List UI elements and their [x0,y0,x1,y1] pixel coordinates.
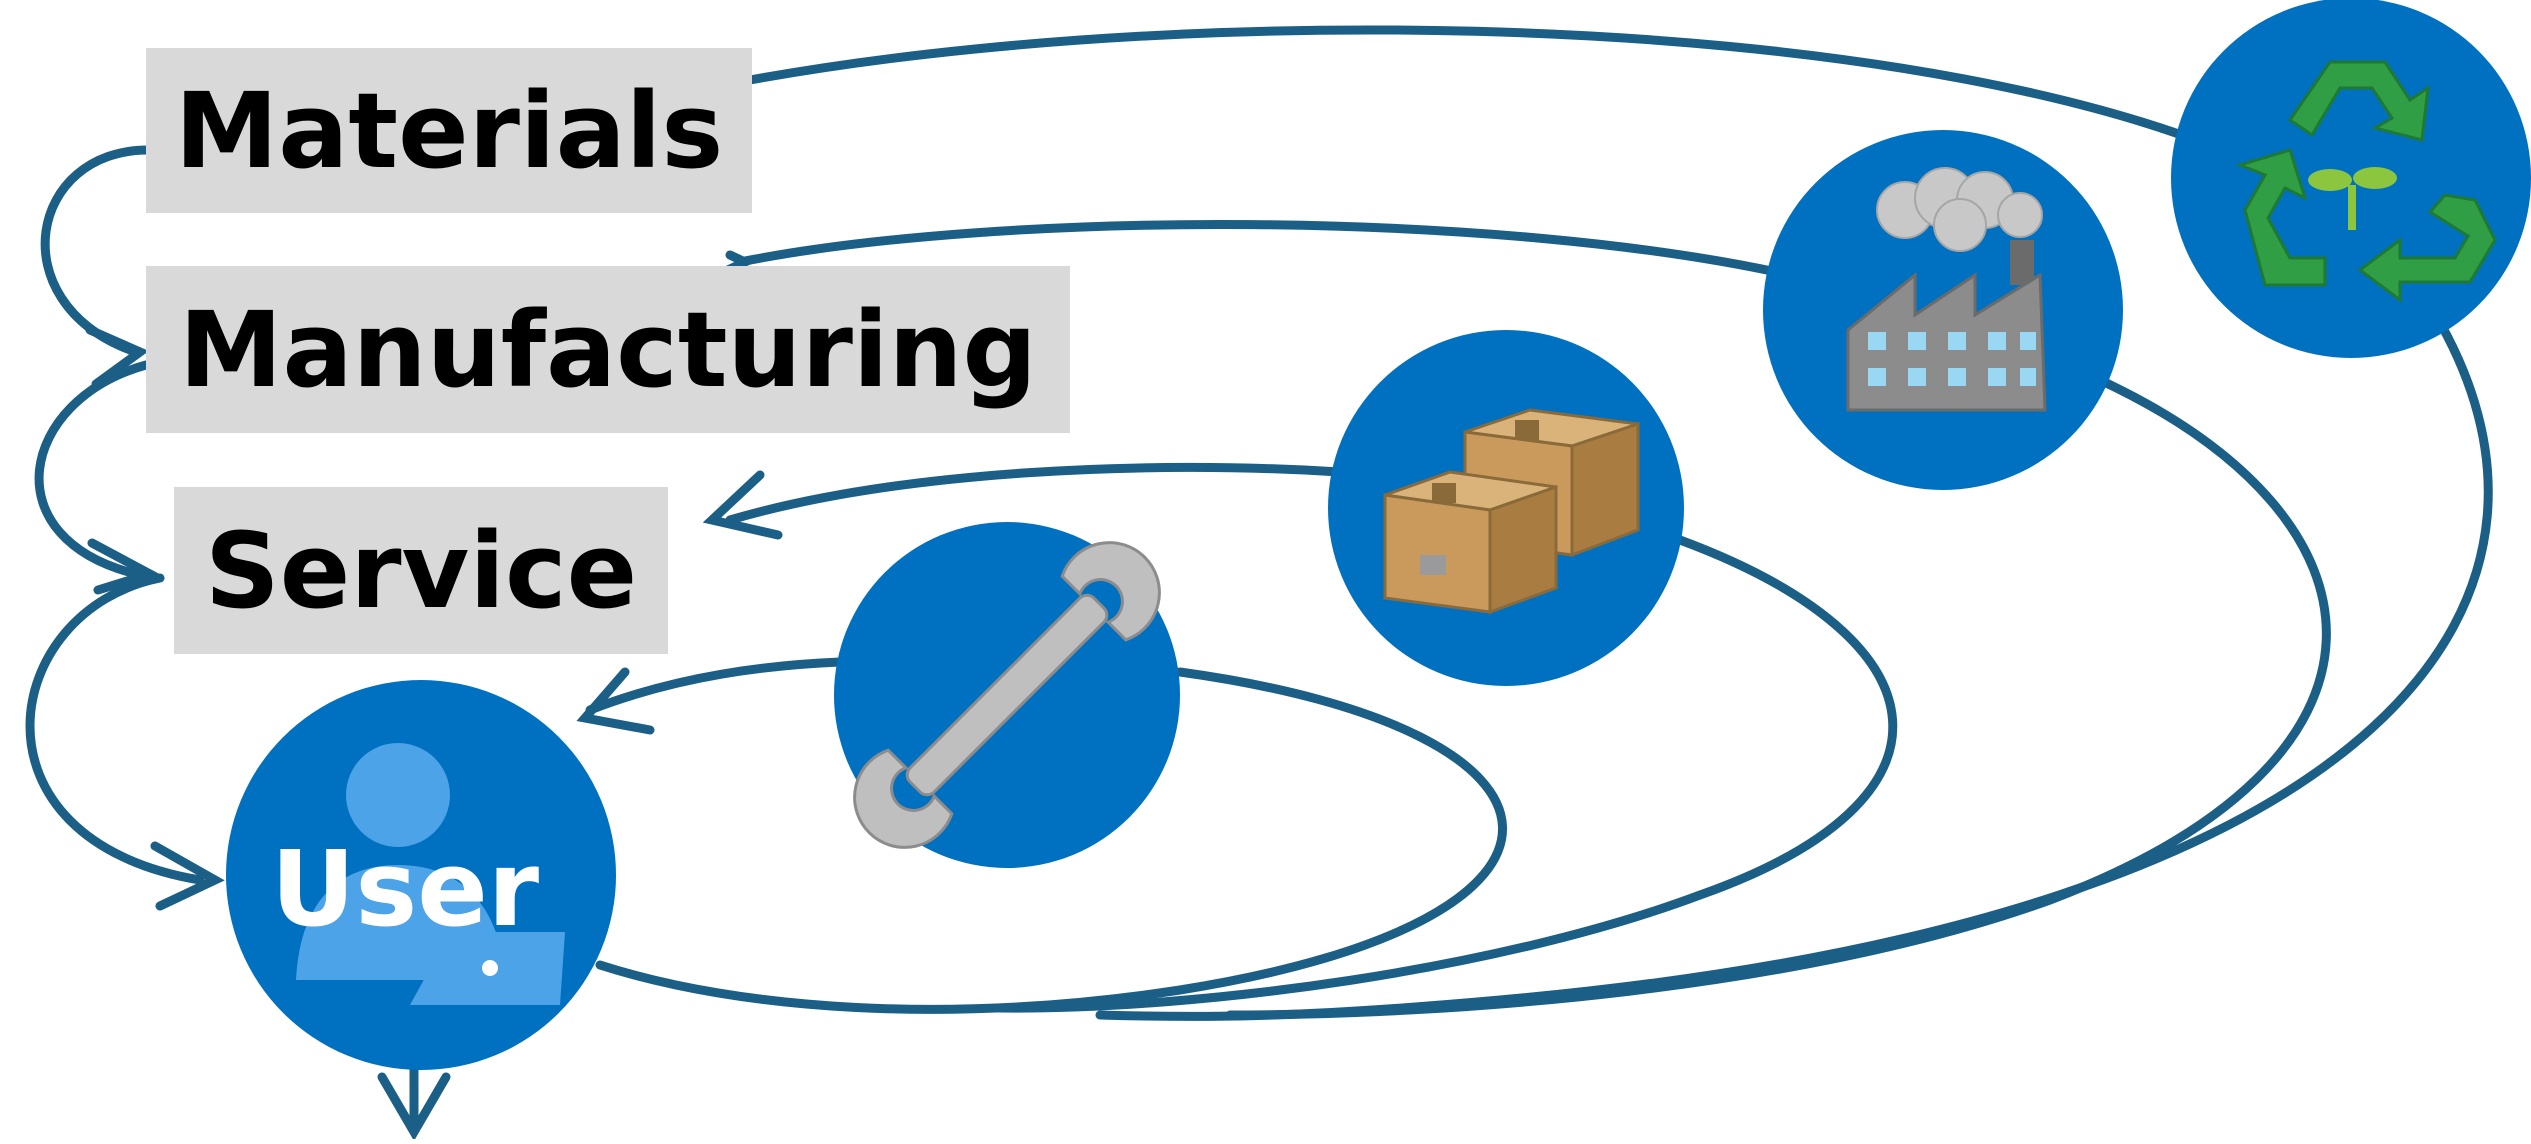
arrow-loop-to-user [576,667,655,735]
user-icon [296,743,565,1005]
materials-label: Materials [146,48,752,213]
arrow-into-user [150,841,225,911]
user-loop-line [585,657,1507,1014]
materials-to-manufacturing-arc [40,145,153,355]
arrow-loop-to-service [702,470,783,540]
recycle-icon [2235,60,2497,303]
manufacturing-loop-line [735,220,2331,1020]
service-to-user-arc [25,573,205,885]
manufacturing-label: Manufacturing [146,266,1070,433]
arrow-user-output [377,1072,451,1141]
service-loop-line [725,462,1898,1013]
wrench-icon [853,541,1161,849]
service-label: Service [174,487,668,654]
arrow-into-service [87,538,162,595]
boxes-icon [1383,408,1640,615]
factory-icon [1846,167,2047,412]
arrow-into-manufacturing [85,325,149,389]
user-label: User [271,828,539,950]
